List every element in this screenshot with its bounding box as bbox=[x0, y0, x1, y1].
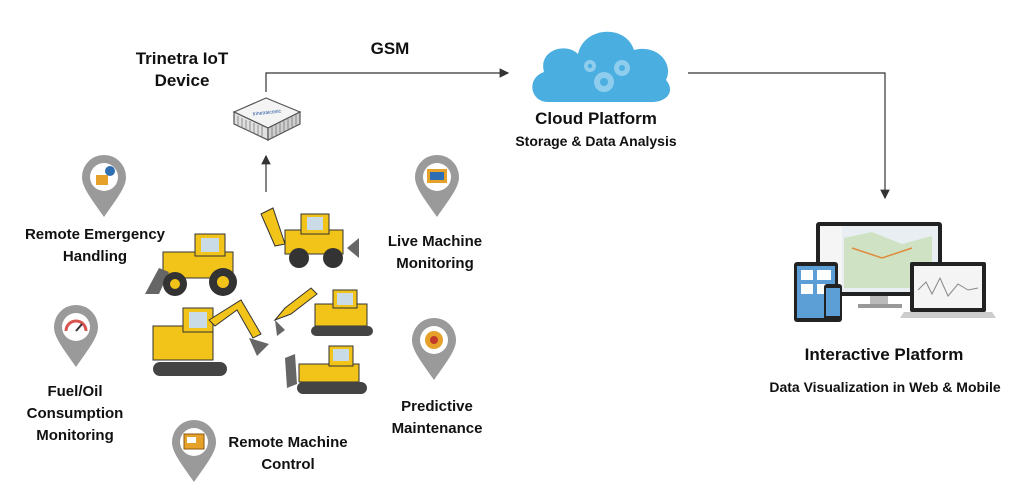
lock-icon bbox=[96, 175, 108, 185]
arrow-device-to-cloud bbox=[265, 68, 510, 92]
iot-device-icon: trinetraiconic bbox=[232, 97, 302, 141]
feature-line: Live Machine bbox=[387, 233, 483, 250]
arrow-cloud-to-platform bbox=[688, 72, 890, 200]
pin-fuel-oil bbox=[54, 305, 98, 367]
feature-remote-control: Remote Machine Control bbox=[220, 432, 356, 476]
backhoe-machine bbox=[260, 207, 359, 268]
gauge-icon bbox=[64, 319, 88, 332]
cloud-title: Cloud Platform bbox=[535, 109, 657, 128]
feature-line: Predictive bbox=[401, 398, 473, 415]
loader-machine bbox=[145, 233, 237, 296]
bulldozer-machine bbox=[285, 345, 367, 394]
feature-line: Fuel/Oil bbox=[47, 383, 103, 400]
device-title-line2: Device bbox=[154, 71, 210, 90]
device-title: Trinetra IoT Device bbox=[122, 48, 242, 92]
device-title-line1: Trinetra IoT bbox=[135, 49, 229, 68]
platform-devices-icon bbox=[794, 222, 996, 322]
device-brand-logo: trinetraiconic bbox=[252, 108, 281, 117]
platform-title: Interactive Platform bbox=[804, 345, 964, 364]
feature-fuel-oil: Fuel/Oil Consumption Monitoring bbox=[18, 381, 132, 447]
feature-predictive-maintenance: Predictive Maintenance bbox=[384, 396, 490, 440]
pin-remote-control bbox=[172, 420, 216, 482]
machines-illustration bbox=[145, 207, 373, 394]
feature-live-monitoring: Live Machine Monitoring bbox=[378, 231, 492, 275]
pin-remote-emergency bbox=[82, 155, 126, 217]
pin-predictive-maintenance bbox=[412, 318, 456, 380]
feature-line: Remote Emergency bbox=[24, 226, 166, 243]
feature-line: Remote Machine bbox=[228, 434, 348, 451]
feature-line: Monitoring bbox=[396, 255, 474, 272]
feature-line: Handling bbox=[62, 248, 128, 265]
platform-subtitle: Data Visualization in Web & Mobile bbox=[769, 379, 1001, 395]
excavator-machine bbox=[273, 287, 373, 336]
cloud-subtitle: Storage & Data Analysis bbox=[515, 133, 677, 149]
feature-remote-emergency: Remote Emergency Handling bbox=[14, 224, 176, 268]
pin-live-monitoring bbox=[415, 155, 459, 217]
feature-line: Maintenance bbox=[391, 420, 483, 437]
cloud-icon bbox=[532, 31, 671, 102]
excavator-machine-2 bbox=[152, 299, 269, 376]
feature-line: Control bbox=[261, 456, 315, 473]
gsm-label: GSM bbox=[370, 39, 410, 58]
feature-line: Consumption bbox=[26, 405, 124, 422]
feature-line: Monitoring bbox=[36, 427, 114, 444]
